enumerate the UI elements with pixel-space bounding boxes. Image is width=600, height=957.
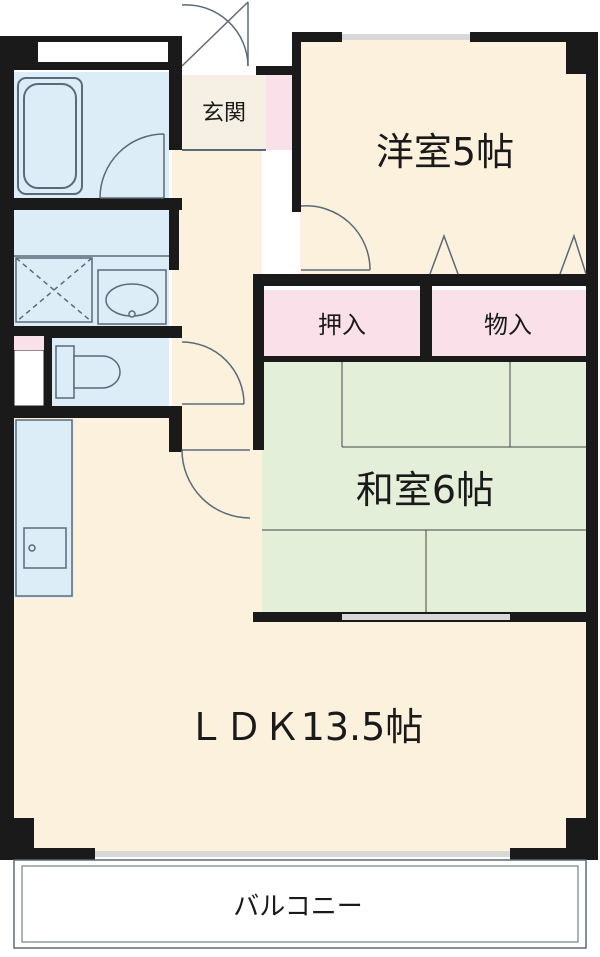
wall-washitsu-left-top	[253, 275, 264, 450]
washitsu-door-icon	[181, 449, 251, 519]
oshiire-floor	[264, 290, 420, 356]
genkan-shoe-box	[266, 75, 292, 150]
wall-toilet-left	[44, 338, 52, 408]
label-monoire: 物入	[484, 311, 532, 339]
wall-toilet-right	[169, 406, 182, 452]
wall-genkan-top	[256, 66, 300, 75]
wash-basin-icon	[97, 269, 167, 325]
balcony-inner	[21, 865, 579, 943]
toilet-door-icon	[181, 341, 245, 405]
wall-bath-bottom	[0, 198, 182, 210]
wall-washitsu-top	[253, 274, 586, 286]
closet-door-icons	[429, 233, 587, 275]
corridor-floor	[172, 150, 262, 420]
bathtub-icon	[17, 77, 83, 195]
utility-box	[13, 349, 45, 407]
washing-machine-icon	[15, 257, 93, 323]
western-door-icon	[300, 205, 371, 271]
wall-right	[586, 32, 598, 858]
label-genkan: 玄関	[202, 101, 246, 126]
entrance-door-icon	[181, 1, 249, 67]
walls	[0, 32, 598, 860]
wall-washitsu-bottom-gap	[342, 614, 510, 620]
monoire-floor	[432, 290, 586, 356]
wall-left	[0, 36, 14, 856]
wall-western-left	[292, 32, 301, 212]
label-oshiire: 押入	[318, 311, 366, 339]
corner-bottom-right	[566, 818, 598, 860]
balcony	[13, 859, 587, 949]
label-western-room: 洋室5帖	[376, 130, 514, 174]
wall-top-right-b	[470, 32, 598, 42]
wall-top-right-a	[292, 32, 342, 42]
bath-door-icon	[99, 133, 165, 199]
wall-toilet-bottom	[0, 406, 182, 418]
wall-bath-right	[169, 66, 182, 150]
wall-wash-right	[169, 210, 179, 270]
balcony-outline	[13, 859, 587, 949]
wall-genkan-left	[172, 36, 182, 76]
label-japanese-room: 和室6帖	[356, 468, 494, 512]
window-bottom-frame	[95, 851, 510, 857]
kitchen-icon	[15, 419, 73, 597]
label-balcony: バルコニー	[233, 892, 362, 922]
tatami-mat-lines	[262, 362, 586, 614]
label-ldk: ＬＤＫ13.5帖	[187, 705, 424, 749]
tatami-floor	[262, 362, 586, 614]
wall-closet-bottom	[262, 356, 586, 362]
corner-bottom-left	[0, 818, 34, 860]
wall-closet-divider	[420, 286, 432, 360]
wall-wash-bottom	[0, 326, 182, 338]
toilet-icon	[55, 345, 121, 399]
window-top-frame	[342, 34, 470, 40]
genkan-floor	[182, 75, 266, 150]
wall-top-window-gap	[38, 42, 168, 62]
utility-pink	[14, 336, 44, 350]
